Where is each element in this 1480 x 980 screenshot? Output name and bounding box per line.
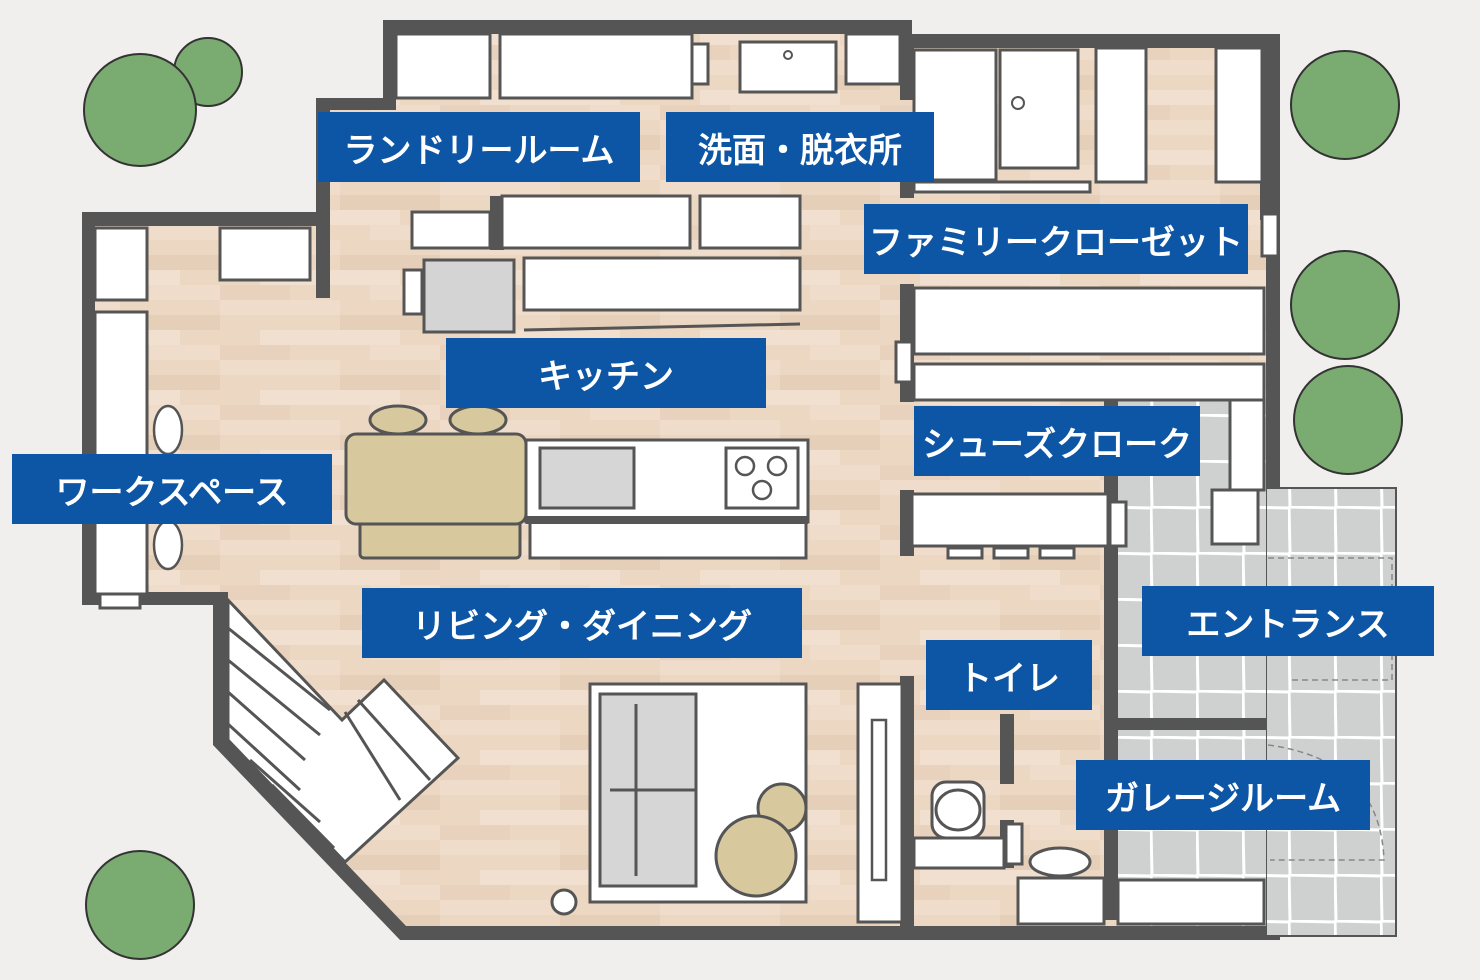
toilet-icon <box>912 780 1024 870</box>
room-label-entrance: エントランス <box>1142 586 1434 656</box>
washing-machine-icon <box>1011 96 1025 110</box>
garage-fixtures <box>1016 846 1266 926</box>
room-label-kitchen: キッチン <box>446 338 766 408</box>
tree-top-left <box>83 37 243 167</box>
room-label-workspace: ワークスペース <box>12 454 332 524</box>
tree-right-middle <box>1290 250 1403 475</box>
tree-bottom-left <box>85 850 195 960</box>
living-sofa-icon <box>588 682 808 904</box>
room-label-toilet: トイレ <box>926 640 1092 710</box>
fridge-icon <box>422 258 516 334</box>
entrance-sink-icon <box>1210 488 1260 546</box>
sliding-door <box>523 322 801 332</box>
workspace-fixtures <box>93 226 149 610</box>
dining-set-icon <box>344 404 528 560</box>
tree-top-right <box>1290 50 1400 160</box>
laundry-fixtures <box>394 32 902 100</box>
kitchen-storage <box>218 194 802 316</box>
room-label-garage-room: ガレージルーム <box>1076 760 1370 830</box>
entrance-porch <box>1265 487 1397 937</box>
plant-pot-icon <box>550 888 578 916</box>
kitchen-counter <box>524 438 810 560</box>
shoe-shelves <box>894 286 1266 560</box>
room-label-laundry: ランドリールーム <box>318 112 640 182</box>
room-label-washroom: 洗面・脱衣所 <box>666 112 934 182</box>
staircase <box>226 596 461 865</box>
room-label-family-closet: ファミリークローゼット <box>864 204 1248 274</box>
room-label-living-dining: リビング・ダイニング <box>362 588 802 658</box>
room-label-shoes-cloak: シューズクローク <box>914 406 1200 476</box>
storage-handle <box>870 718 888 882</box>
sink-drain-icon <box>783 50 793 60</box>
